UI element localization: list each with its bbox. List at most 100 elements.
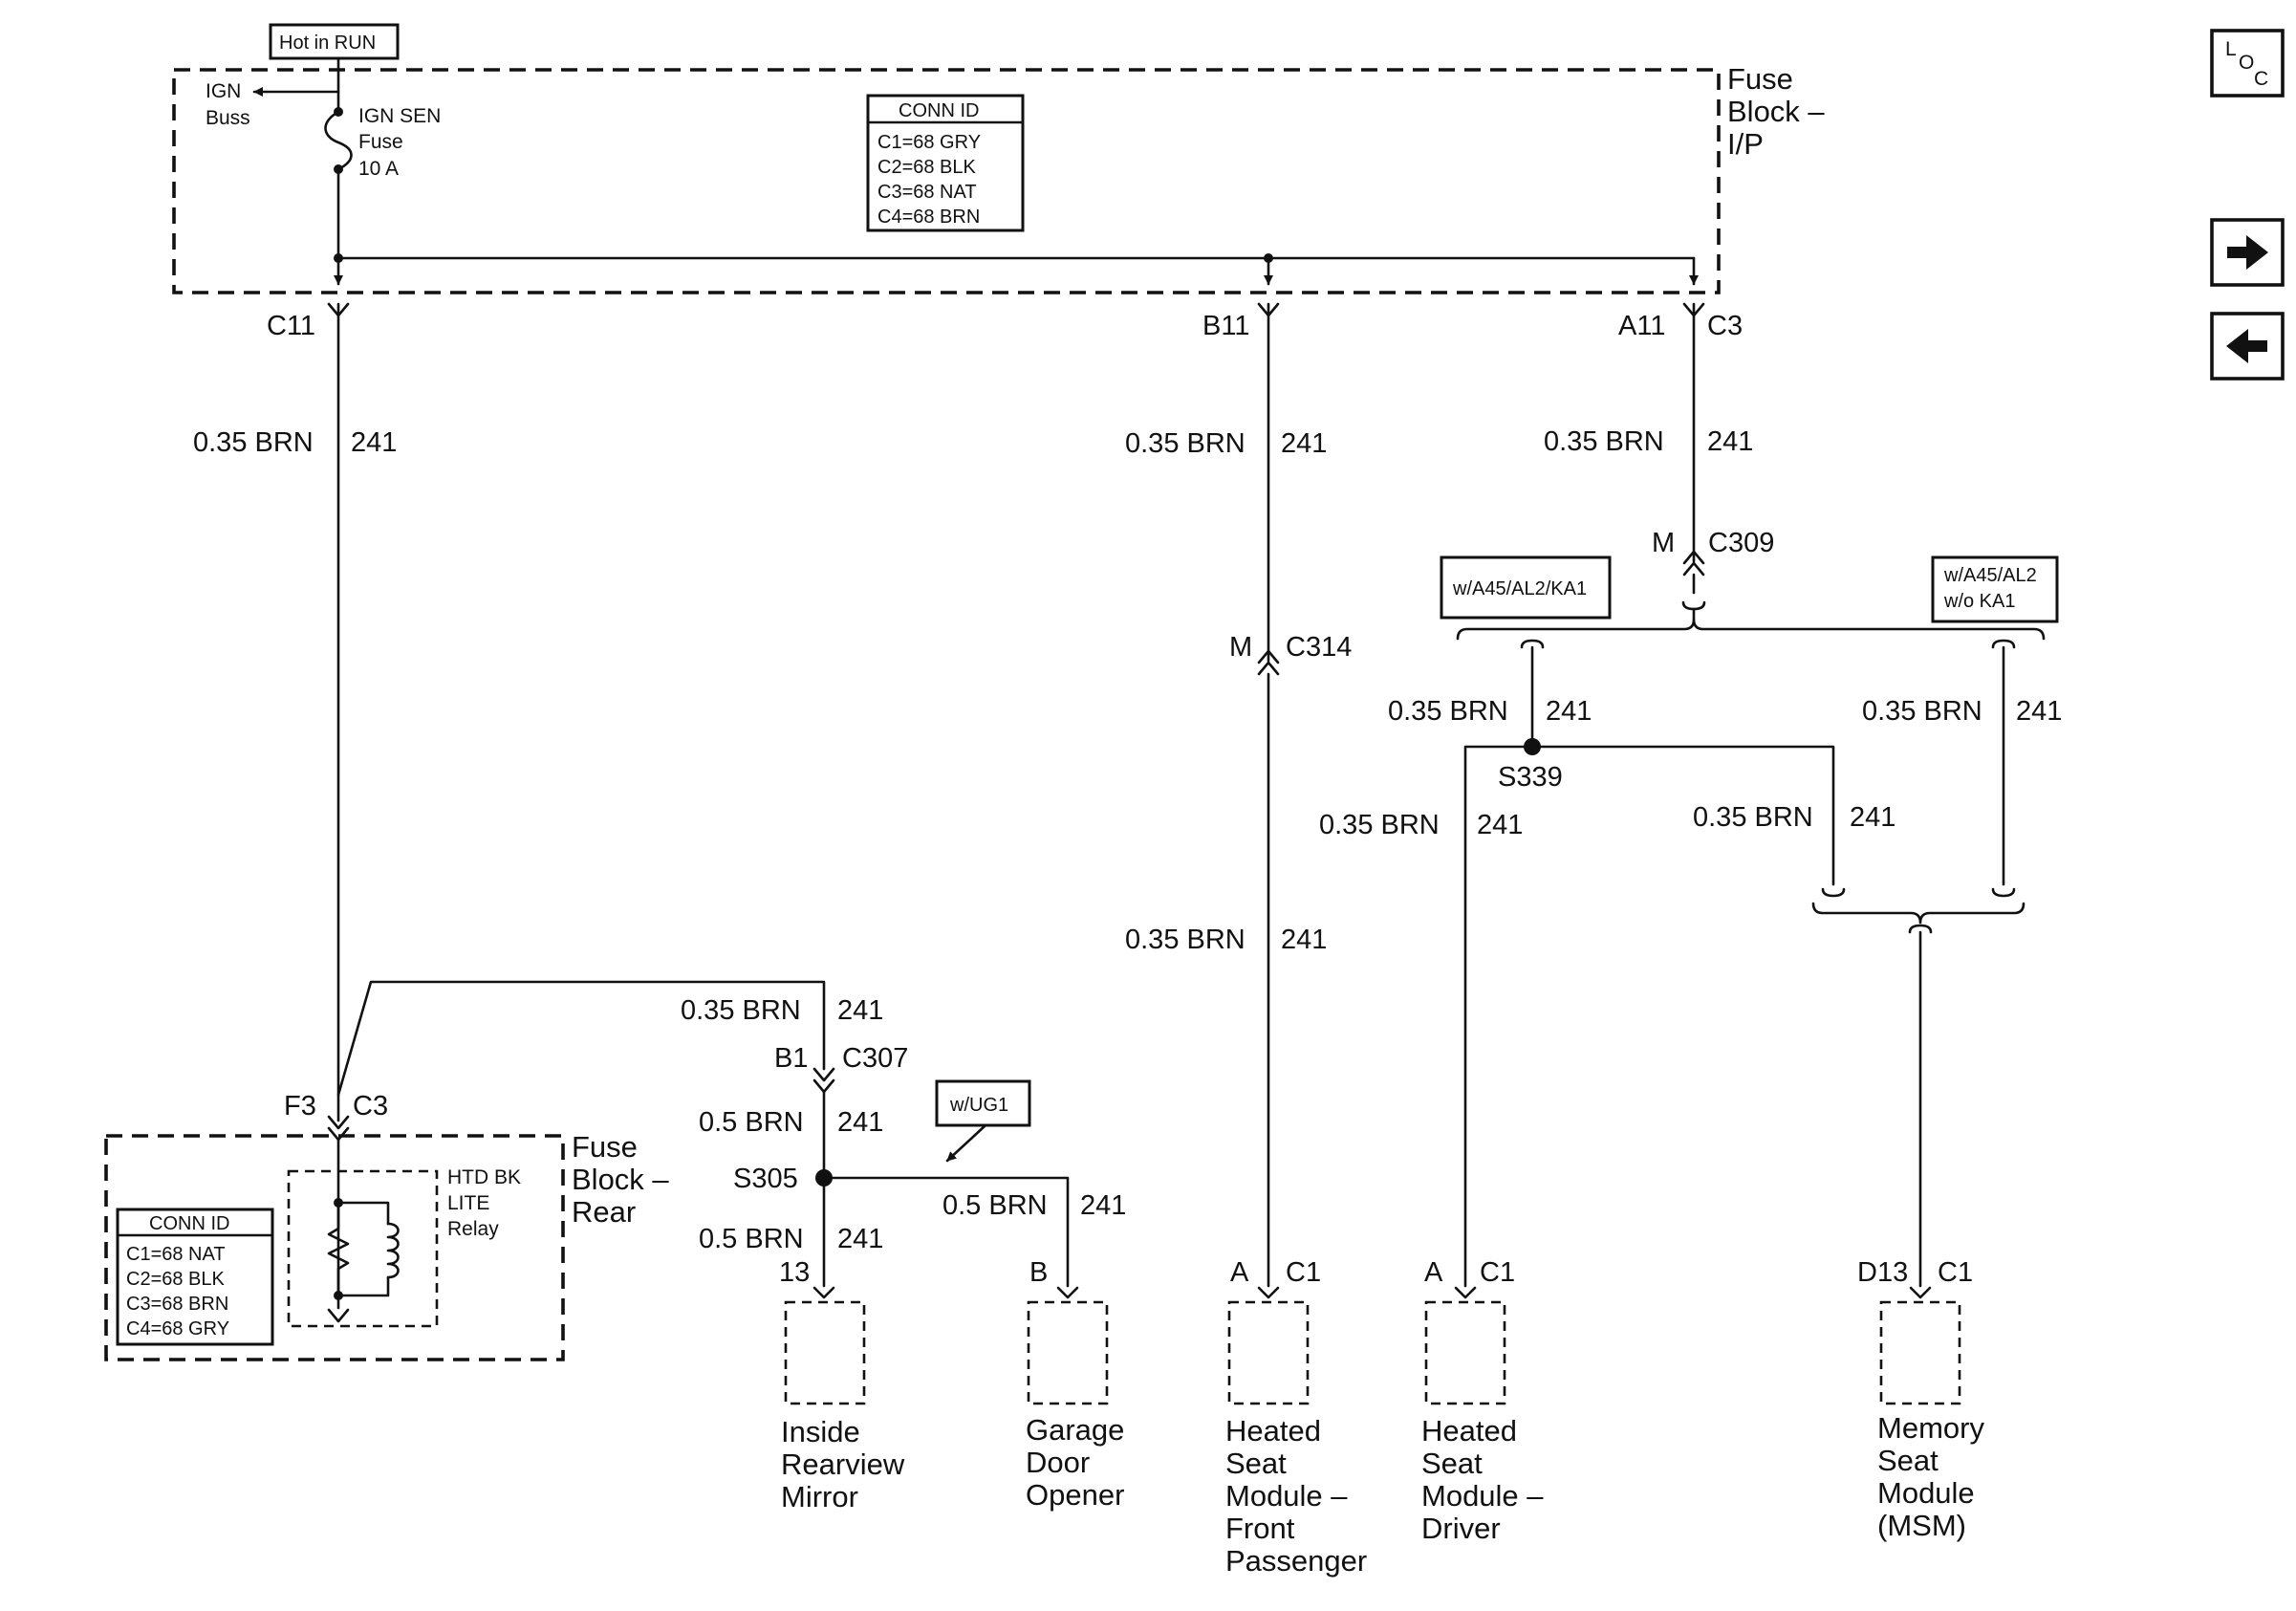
svg-text:Passenger: Passenger [1225,1544,1367,1578]
svg-text:Heated: Heated [1225,1414,1321,1448]
connector-c1-msm: C1 [1938,1257,1973,1288]
svg-text:Hot in RUN: Hot in RUN [279,33,376,54]
connector-c3: C3 [1707,311,1743,341]
next-page-button[interactable] [2210,218,2285,287]
fuse-block-rear-outline [104,1134,565,1361]
pin-d13: D13 [1857,1257,1908,1288]
wire-circuit-10: 241 [837,1107,883,1138]
merge-brace [1811,902,2025,925]
wire-gauge-8: 0.35 BRN [1862,696,1982,727]
arrow-right-icon [2227,235,2268,270]
option-ug1: w/UG1 [935,1079,1031,1127]
inside-rearview-mirror-label: Inside Rearview Mirror [781,1415,905,1513]
wire-gauge-4: 0.35 BRN [1125,925,1245,955]
svg-text:Seat: Seat [1421,1447,1483,1480]
wire-gauge-3: 0.35 BRN [1544,426,1664,457]
hot-in-run-label: Hot in RUN [269,23,400,60]
connector-c1-driver: C1 [1480,1257,1515,1288]
pin-a-driver: A [1424,1257,1443,1288]
heated-seat-module-front-label: Heated Seat Module – Front Passenger [1225,1414,1367,1578]
htd-bk-lite-relay-box [287,1169,439,1328]
svg-text:Module –: Module – [1225,1479,1348,1513]
inside-rearview-mirror-box [784,1300,866,1405]
connector-c309: C309 [1708,528,1774,558]
svg-text:IGN: IGN [206,80,241,102]
svg-text:C1=68 NAT: C1=68 NAT [126,1244,226,1265]
svg-text:w/UG1: w/UG1 [949,1095,1008,1116]
relay-resistor-icon [327,1201,350,1297]
loc-button[interactable]: L O C [2210,29,2285,98]
memory-seat-module-label: Memory Seat Module (MSM) [1877,1411,1984,1542]
connector-c1-front: C1 [1286,1257,1321,1288]
svg-text:CONN ID: CONN ID [149,1213,229,1234]
splice-s305-label: S305 [733,1164,798,1194]
connector-c307: C307 [842,1043,908,1074]
svg-text:(MSM): (MSM) [1877,1509,1966,1542]
wire-gauge-10: 0.5 BRN [699,1107,804,1138]
svg-text:Module: Module [1877,1476,1975,1510]
wire-gauge-7: 0.35 BRN [1693,802,1813,833]
svg-text:Memory: Memory [1877,1411,1984,1445]
heated-seat-module-driver-label: Heated Seat Module – Driver [1421,1414,1544,1545]
svg-text:Seat: Seat [1225,1447,1287,1480]
heated-seat-module-front-box [1227,1300,1310,1405]
option-a45-al2-wo-ka1: w/A45/AL2 w/o KA1 [1931,555,2059,623]
svg-text:Front: Front [1225,1512,1295,1545]
wire-gauge-12: 0.5 BRN [699,1224,804,1254]
wire-circuit-9: 241 [837,995,883,1026]
svg-text:Heated: Heated [1421,1414,1517,1448]
wire-circuit-4: 241 [1281,925,1327,955]
svg-text:IGN SEN: IGN SEN [358,105,441,127]
arrow-left-icon [2226,329,2267,363]
htd-bk-lite-relay-label: HTD BK LITE Relay [447,1166,521,1240]
garage-door-opener-box [1027,1300,1109,1405]
svg-text:O: O [2239,52,2254,74]
svg-text:w/A45/AL2: w/A45/AL2 [1943,565,2037,586]
wire-gauge-9: 0.35 BRN [681,995,801,1026]
svg-text:Rearview: Rearview [781,1448,905,1481]
relay-coil-icon [386,1222,400,1279]
connector-c314: C314 [1286,632,1352,663]
svg-text:Seat: Seat [1877,1444,1939,1477]
svg-text:C3=68 NAT: C3=68 NAT [877,182,977,203]
svg-text:CONN ID: CONN ID [899,100,979,121]
svg-text:I/P: I/P [1727,127,1764,161]
wire-circuit-7: 241 [1850,802,1895,833]
svg-text:C3=68 BRN: C3=68 BRN [126,1294,228,1315]
ign-sen-fuse-label: IGN SEN Fuse 10 A [358,105,441,180]
svg-text:Module –: Module – [1421,1479,1544,1513]
svg-text:Inside: Inside [781,1415,860,1448]
svg-text:L: L [2225,38,2237,60]
fuse-block-ip-title: Fuse Block – I/P [1727,62,1825,161]
wire-gauge-5: 0.35 BRN [1388,696,1508,727]
connector-m-c309: M [1652,528,1675,558]
svg-text:w/o KA1: w/o KA1 [1943,591,2015,612]
garage-door-opener-label: Garage Door Opener [1026,1413,1124,1512]
connector-f3: F3 [284,1091,316,1121]
svg-text:C2=68 BLK: C2=68 BLK [877,157,977,178]
connector-c11: C11 [267,311,315,341]
svg-text:Door: Door [1026,1446,1090,1479]
svg-text:C4=68 BRN: C4=68 BRN [877,207,980,228]
wire-gauge-2: 0.35 BRN [1125,428,1245,459]
svg-text:Rear: Rear [572,1195,636,1229]
svg-text:10 A: 10 A [358,158,399,180]
connector-b11: B11 [1202,311,1249,341]
fuse-block-rear-title: Fuse Block – Rear [572,1130,669,1229]
fuse-block-ip-outline [172,68,1721,294]
svg-text:w/A45/AL2/KA1: w/A45/AL2/KA1 [1452,578,1587,599]
fuse-symbol [324,110,353,171]
svg-text:Buss: Buss [206,107,250,129]
wire-circuit-12: 241 [837,1224,883,1254]
wire-circuit-1: 241 [351,427,397,458]
previous-page-button[interactable] [2210,312,2285,381]
svg-text:LITE: LITE [447,1192,489,1214]
svg-text:Fuse: Fuse [1727,62,1793,96]
pin-a-front: A [1230,1257,1249,1288]
ign-buss-label: IGN Buss [206,80,250,129]
connector-a11: A11 [1618,311,1665,341]
wire-circuit-3: 241 [1707,426,1753,457]
connector-b1: B1 [774,1043,808,1074]
svg-text:Fuse: Fuse [572,1130,638,1164]
